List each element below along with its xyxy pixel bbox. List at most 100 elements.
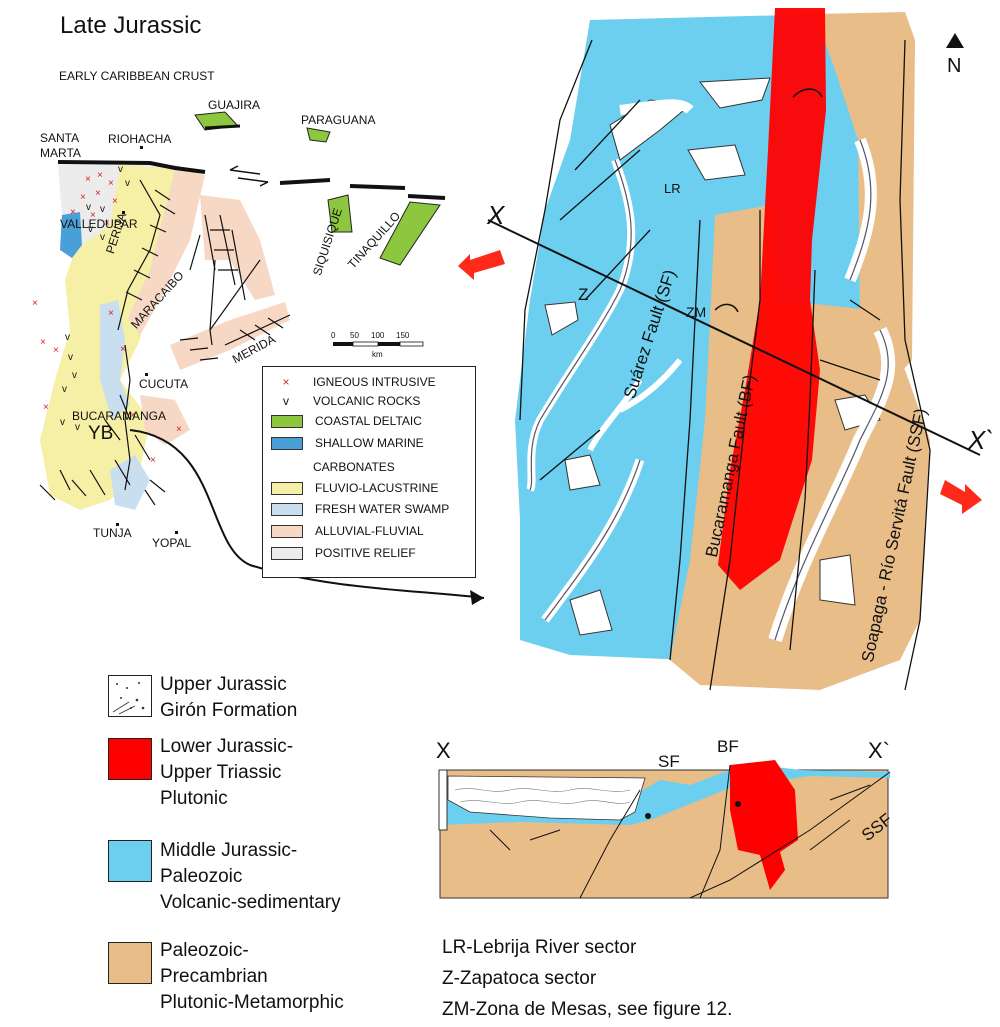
svg-text:×: × — [85, 174, 91, 185]
caribbean-margin-fault — [57, 160, 206, 174]
legend-row-positive-relief: POSITIVE RELIEF — [271, 546, 416, 561]
strike-slip-arrows — [229, 169, 269, 183]
section-point-marker-icon-2 — [735, 801, 741, 807]
river-channels — [526, 99, 896, 643]
swatch-positive-relief — [271, 547, 303, 561]
alluvial-fluvial-area-3 — [170, 302, 290, 370]
section-faults — [489, 764, 891, 899]
swatch-fresh-water-swamp — [271, 503, 303, 517]
note-z: Z-Zapatoca sector — [442, 968, 597, 989]
svg-text:×: × — [108, 178, 114, 189]
scale-unit: km — [372, 350, 383, 359]
svg-text:×: × — [150, 455, 156, 466]
legend-row-alluvial-fluvial: ALLUVIAL-FLUVIAL — [271, 524, 424, 539]
svg-text:v: v — [72, 370, 77, 381]
label-z: Z — [578, 285, 589, 304]
detail-geologic-map — [458, 8, 982, 691]
location-arrowhead — [470, 590, 484, 605]
note-lr: LR-Lebrija River sector — [442, 937, 637, 958]
svg-text:v: v — [62, 384, 67, 395]
label-yopal: YOPAL — [152, 536, 192, 550]
map-title: Late Jurassic — [60, 12, 202, 39]
swatch-shallow-marine — [271, 437, 303, 451]
svg-text:v: v — [100, 204, 105, 215]
svg-text:×: × — [90, 210, 96, 221]
scale-tick-0: 0 — [331, 331, 336, 340]
label-lr: LR — [664, 181, 681, 196]
rotation-arrow-icon-2 — [714, 303, 739, 313]
legend-row-carbonates: CARBONATES — [313, 460, 395, 474]
section-label-x-right: X` — [868, 738, 890, 763]
north-label: N — [947, 55, 962, 77]
volcanic-marker-icon: v — [283, 394, 289, 408]
swatch-plutonic-metamorphic — [108, 942, 152, 984]
swatch-volcanic-sedimentary — [108, 840, 152, 882]
swatch-coastal-deltaic — [271, 415, 303, 429]
offshore-fault-2 — [349, 184, 406, 190]
strike-slip-arrowheads — [229, 165, 269, 187]
label-santa-marta-2: MARTA — [40, 146, 81, 160]
note-zm: ZM-Zona de Mesas, see figure 12. — [442, 999, 733, 1020]
label-riohacha: RIOHACHA — [108, 132, 172, 146]
svg-text:×: × — [43, 402, 49, 413]
label-early-caribbean-crust: EARLY CARIBBEAN CRUST — [59, 69, 215, 83]
detail-faults — [519, 39, 931, 691]
swatch-giron-formation — [108, 675, 152, 717]
location-arrow — [129, 429, 485, 599]
plutonic-unit — [718, 8, 826, 590]
svg-text:×: × — [112, 196, 118, 207]
svg-text:v: v — [118, 164, 123, 175]
svg-text:×: × — [95, 188, 101, 199]
svg-text:v: v — [68, 352, 73, 363]
rotation-arrow-icon — [792, 88, 823, 98]
label-cucuta: CUCUTA — [139, 377, 189, 391]
label-paraguana: PARAGUANA — [301, 113, 376, 127]
legend-row-coastal-deltaic: COASTAL DELTAIC — [271, 414, 422, 429]
swatch-plutonic — [108, 738, 152, 780]
giron-pattern-icon — [112, 682, 145, 715]
svg-text:v: v — [86, 202, 91, 213]
svg-text:v: v — [65, 332, 70, 343]
coastal-deltaic-paraguana — [306, 127, 331, 143]
fault-hatches — [39, 179, 291, 506]
coastal-deltaic-siquisique — [327, 194, 353, 233]
label-guajira: GUAJIRA — [208, 98, 261, 112]
alluvial-fluvial-area-1 — [128, 170, 205, 335]
svg-text:×: × — [53, 345, 59, 356]
guajira-fault — [204, 124, 241, 130]
svg-text:×: × — [80, 192, 86, 203]
scale-tick-150: 150 — [396, 331, 410, 340]
label-santa-marta-1: SANTA — [40, 131, 80, 145]
north-arrow-icon — [946, 33, 964, 48]
svg-text:×: × — [108, 308, 114, 319]
section-left-edge — [438, 769, 448, 831]
legend-row-igneous: ×IGNEOUS INTRUSIVE — [271, 375, 435, 389]
svg-text:v: v — [125, 178, 130, 189]
svg-text:×: × — [104, 218, 110, 229]
svg-text:×: × — [40, 337, 46, 348]
cross-section — [438, 760, 891, 899]
section-point-marker-icon — [645, 813, 651, 819]
label-bucaramanga: BUCARAMANGA — [72, 409, 167, 423]
extension-arrow-west — [458, 250, 505, 280]
svg-text:×: × — [120, 344, 126, 355]
giron-formation-bodies — [544, 77, 881, 636]
section-giron-layer — [447, 775, 646, 821]
label-tunja: TUNJA — [93, 526, 132, 540]
swatch-alluvial-fluvial — [271, 525, 303, 539]
coastal-deltaic-tinaquillo — [379, 201, 441, 266]
legend-row-fluvio-lacustrine: FLUVIO-LACUSTRINE — [271, 481, 438, 496]
label-x-left: X — [487, 200, 505, 230]
svg-text:v: v — [100, 232, 105, 243]
section-plutonic-body — [730, 760, 798, 890]
label-x-right: X` — [968, 425, 994, 455]
section-line-x-x — [487, 219, 981, 456]
svg-text:×: × — [32, 298, 38, 309]
svg-text:v: v — [88, 224, 93, 235]
svg-text:×: × — [176, 424, 182, 435]
